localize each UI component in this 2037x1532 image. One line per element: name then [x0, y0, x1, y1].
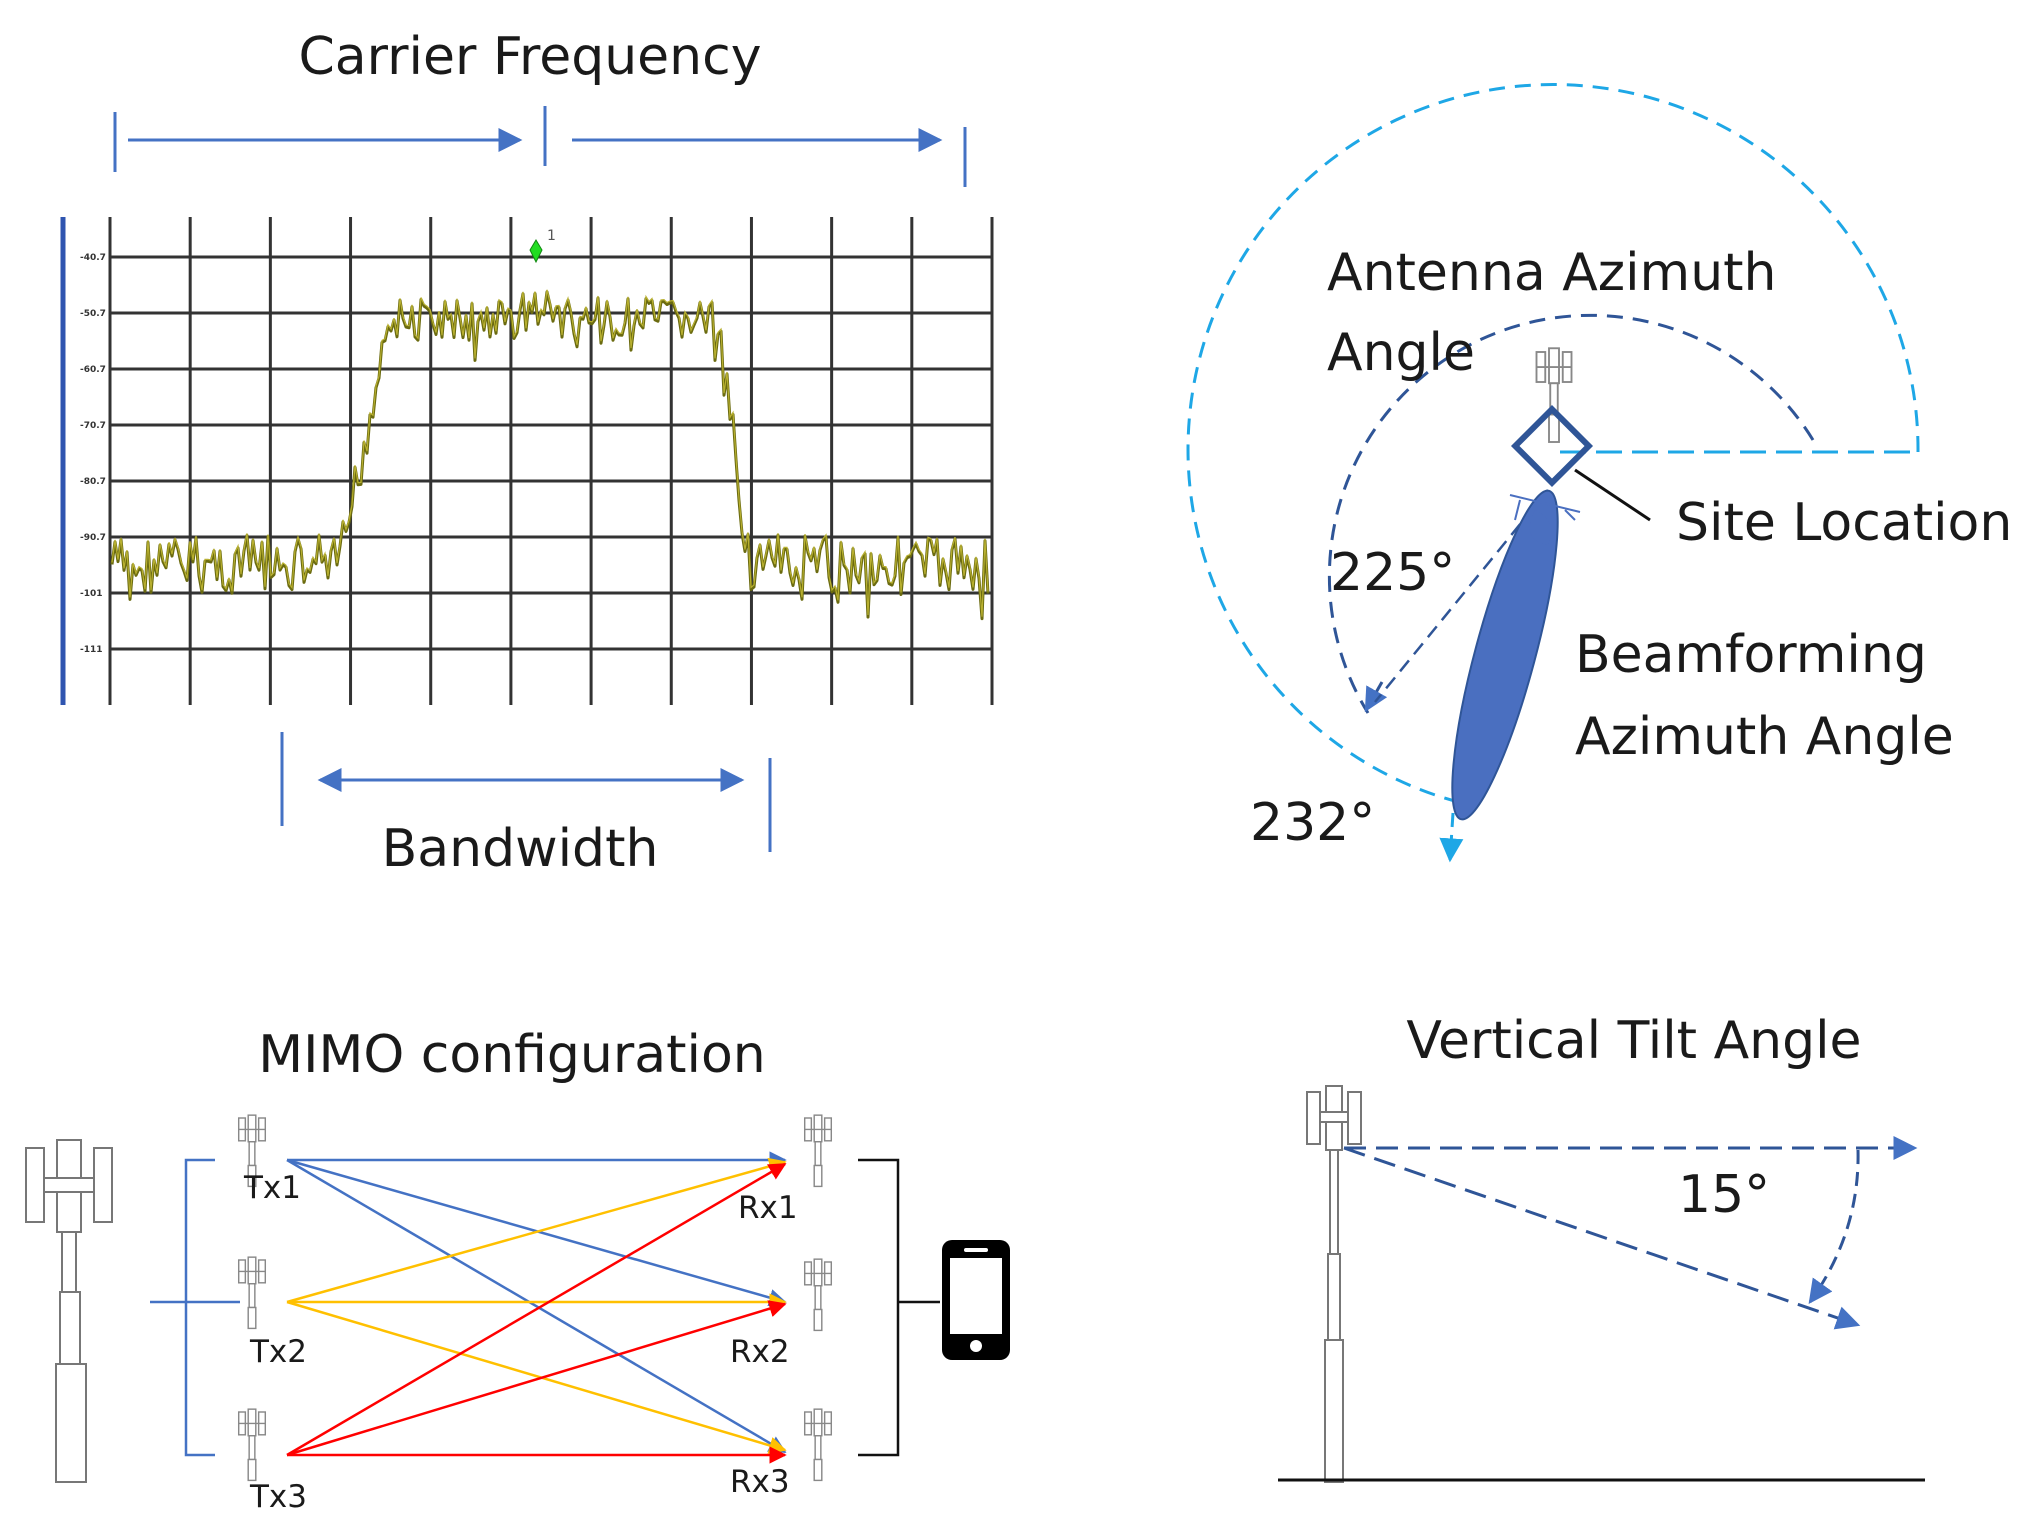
rx3-label: Rx3: [730, 1464, 790, 1500]
link-tx2-rx3: [286, 1300, 787, 1454]
peak-marker: [529, 239, 543, 264]
link-tx2-rx1: [286, 1157, 787, 1304]
antenna-azimuth-label-line1: Antenna Azimuth: [1327, 243, 1777, 303]
tx3-antenna-icon: [237, 1408, 267, 1482]
beamforming-label-line1: Beamforming: [1575, 625, 1927, 685]
tilt-panel: Vertical Tilt Angle 15°: [1278, 1011, 1925, 1483]
rx2-label: Rx2: [730, 1334, 790, 1370]
tx1-label: Tx1: [243, 1170, 301, 1206]
tx2-label: Tx2: [249, 1334, 307, 1370]
beamforming-label-line2: Azimuth Angle: [1575, 707, 1954, 767]
spectrum-y-ticks: -40.7 -50.7 -60.7 -70.7 -80.7 -90.7 -101 -111: [80, 253, 106, 655]
link-tx1-rx3: [286, 1158, 787, 1454]
site-location-pointer: [1574, 468, 1651, 522]
base-station-tower-icon: [25, 1139, 113, 1483]
tx3-label: Tx3: [249, 1479, 307, 1515]
spectrum-grid: [108, 217, 994, 705]
site-antenna-icon: [1535, 347, 1573, 443]
site-location-label: Site Location: [1676, 493, 2012, 553]
azimuth-panel: Antenna Azimuth Angle Site Location Beam…: [1186, 83, 2012, 863]
beam-azimuth-value: 232°: [1250, 793, 1375, 853]
mimo-title: MIMO configuration: [258, 1025, 765, 1085]
beamforming-azimuth-arc: [1186, 83, 1920, 805]
y-tick-label: -40.7: [80, 253, 106, 263]
vertical-tilt-title: Vertical Tilt Angle: [1406, 1011, 1861, 1071]
spectrum-plot-area: [65, 217, 995, 705]
antenna-azimuth-value: 225°: [1330, 543, 1455, 603]
tilt-beam-direction: [1343, 1146, 1861, 1330]
mobile-phone-icon: [942, 1240, 1010, 1360]
beam-lobe: [1451, 489, 1559, 821]
peak-marker-label: 1: [547, 228, 556, 244]
spectrum-panel: Carrier Frequency -40.7 -50.7 -60.7 -70.7 -8…: [60, 27, 995, 879]
y-tick-label: -50.7: [80, 309, 106, 319]
tx2-antenna-icon: [237, 1256, 267, 1330]
link-tx3-rx1: [286, 1162, 787, 1457]
mimo-panel: MIMO configuration Tx1: [25, 1025, 1010, 1515]
carrier-frequency-title: Carrier Frequency: [299, 27, 762, 87]
spectrum-trace-highlight: [111, 289, 989, 617]
bandwidth-label: Bandwidth: [382, 819, 659, 879]
rx1-antenna-icon: [803, 1114, 833, 1188]
site-location-marker: [1510, 404, 1594, 488]
antenna-azimuth-label-line2: Angle: [1327, 323, 1475, 383]
rx-bracket: [858, 1158, 900, 1457]
tx-bracket: [184, 1158, 215, 1457]
carrier-frequency-span: [113, 106, 967, 187]
rx3-antenna-icon: [803, 1408, 833, 1482]
y-tick-label: -70.7: [80, 421, 106, 431]
y-tick-label: -101: [80, 589, 103, 599]
y-tick-label: -60.7: [80, 365, 106, 375]
bandwidth-span: [280, 732, 772, 852]
tilt-angle-value: 15°: [1678, 1165, 1770, 1225]
tilt-angle-arc: [1808, 1149, 1860, 1304]
y-tick-label: -90.7: [80, 533, 106, 543]
link-tx3-rx2: [286, 1300, 787, 1457]
rx1-label: Rx1: [738, 1190, 798, 1226]
y-tick-label: -80.7: [80, 477, 106, 487]
tilt-tower-icon: [1306, 1085, 1362, 1483]
rx2-antenna-icon: [803, 1258, 833, 1332]
y-tick-label: -111: [80, 645, 103, 655]
